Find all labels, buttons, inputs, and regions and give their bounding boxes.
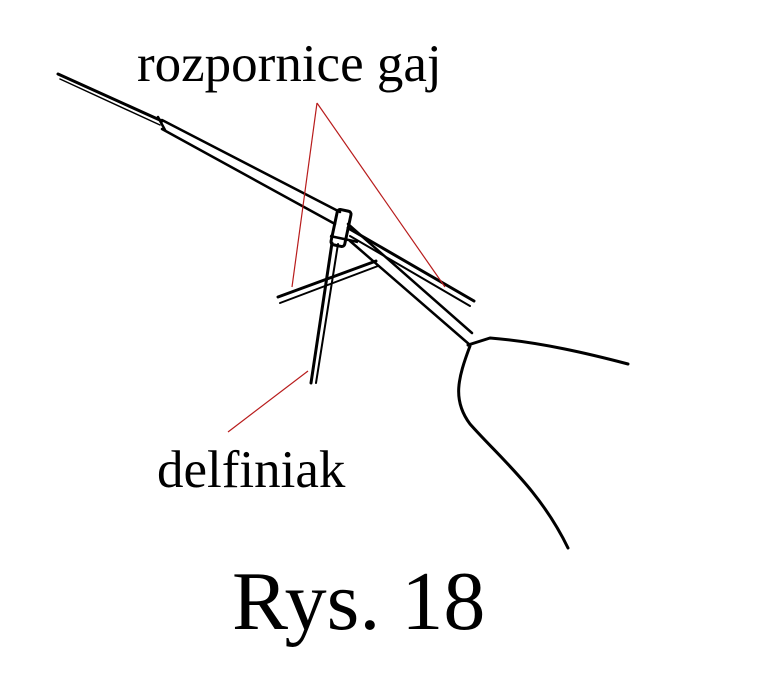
bowsprit xyxy=(56,72,474,347)
dolphin-striker xyxy=(309,241,339,385)
label-spreaders: rozpornice gaj xyxy=(137,35,442,93)
hull-outline xyxy=(457,336,630,550)
leader-lines xyxy=(227,102,446,433)
figure-caption: Rys. 18 xyxy=(232,555,486,648)
spreaders xyxy=(276,226,476,307)
label-dolphin-striker: delfiniak xyxy=(157,441,346,499)
